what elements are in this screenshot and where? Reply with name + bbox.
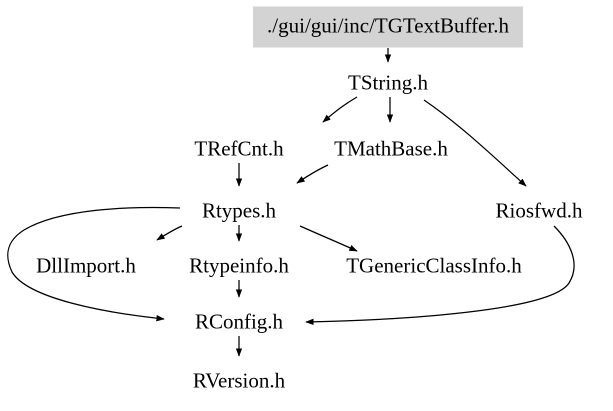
node-tmathbase[interactable]: TMathBase.h — [334, 136, 448, 161]
node-dllimport[interactable]: DllImport.h — [36, 253, 136, 278]
edge-tstring-to-trefcnt — [322, 96, 358, 123]
node-rtypes[interactable]: Rtypes.h — [201, 198, 277, 223]
edge-riosfwd-to-rconfig — [305, 225, 575, 326]
node-trefcnt[interactable]: TRefCnt.h — [194, 136, 284, 161]
edge-rtypes-to-rconfig — [7, 206, 181, 322]
node-tgenericclassinfo[interactable]: TGenericClassInfo.h — [346, 253, 522, 278]
edge-rtypes-to-tgeneric — [299, 225, 358, 252]
node-riosfwd[interactable]: Riosfwd.h — [495, 198, 583, 223]
node-tstring[interactable]: TString.h — [348, 70, 428, 95]
node-rtypeinfo[interactable]: Rtypeinfo.h — [189, 253, 289, 278]
node-rversion[interactable]: RVersion.h — [192, 368, 286, 393]
edge-tstring-to-riosfwd — [423, 99, 527, 187]
node-root-tgtextbuffer[interactable]: ./gui/gui/inc/TGTextBuffer.h — [253, 6, 523, 48]
edge-rtypes-to-dllimport — [156, 225, 183, 241]
node-rconfig[interactable]: RConfig.h — [194, 309, 284, 334]
edge-tmathbase-to-rtypes — [296, 164, 329, 184]
